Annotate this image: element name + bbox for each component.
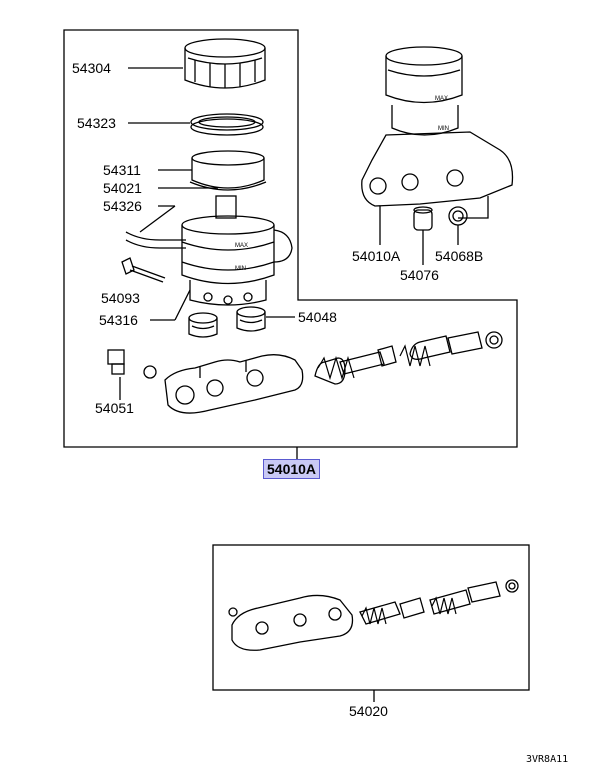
label-54010A-alt[interactable]: 54010A <box>352 248 401 264</box>
seal-54068B-drawing <box>448 206 468 226</box>
label-54020[interactable]: 54020 <box>349 703 388 719</box>
label-54304[interactable]: 54304 <box>72 60 111 76</box>
grommet-left-drawing <box>188 312 218 338</box>
label-54010A-highlighted[interactable]: 54010A <box>263 459 321 479</box>
label-54076[interactable]: 54076 <box>400 267 439 283</box>
reservoir-body-drawing <box>189 150 267 191</box>
label-54326[interactable]: 54326 <box>103 198 142 214</box>
kit-frame <box>212 544 530 691</box>
assembly-frame <box>63 29 518 448</box>
master-cylinder-body-drawing <box>164 354 304 414</box>
label-54051[interactable]: 54051 <box>95 400 134 416</box>
mark-max-alt: MAX <box>435 96 448 102</box>
alt-master-cylinder-drawing <box>361 46 514 245</box>
strainer-ring-drawing <box>190 113 264 136</box>
label-54068B[interactable]: 54068B <box>435 248 484 264</box>
mark-min-alt: MIN <box>438 126 449 132</box>
mark-min: MIN <box>235 266 246 272</box>
kit-parts-drawing <box>228 579 519 651</box>
label-54316[interactable]: 54316 <box>99 312 138 328</box>
screw-drawing <box>121 257 166 283</box>
grommet-right-drawing <box>236 306 266 332</box>
union-bolt-drawing <box>107 349 157 379</box>
label-54311[interactable]: 54311 <box>103 162 141 178</box>
label-54021[interactable]: 54021 <box>103 180 142 196</box>
label-54323[interactable]: 54323 <box>77 115 116 131</box>
seal-54076-drawing <box>413 206 433 231</box>
label-54048[interactable]: 54048 <box>298 309 337 325</box>
springs-drawing <box>317 344 457 625</box>
diagram-code: 3VR8A11 <box>526 754 569 765</box>
label-54093[interactable]: 54093 <box>101 290 140 306</box>
mark-max: MAX <box>235 243 248 249</box>
reservoir-assembly-drawing <box>125 215 293 306</box>
reservoir-cap-drawing <box>184 38 266 89</box>
